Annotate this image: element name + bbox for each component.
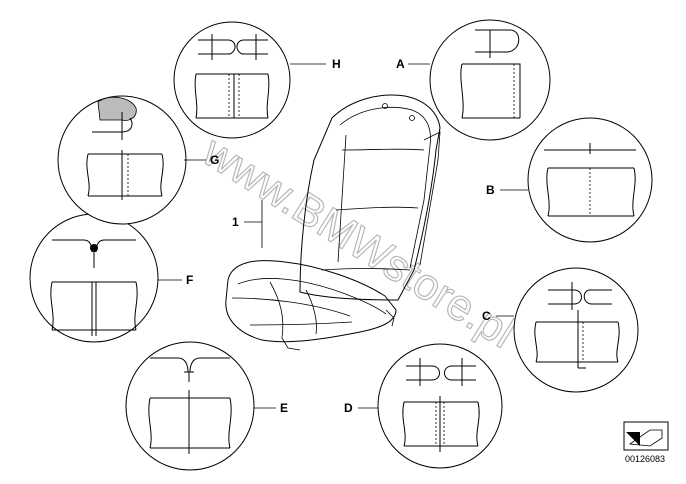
- callout-b: B: [486, 183, 495, 197]
- watermark-text: www.BMWstore.pl: [194, 126, 524, 357]
- callout-g: G: [210, 153, 219, 167]
- detail-c: [513, 267, 639, 393]
- callout-c: C: [482, 309, 491, 323]
- callout-h: H: [332, 57, 341, 71]
- detail-d: [377, 343, 503, 469]
- callout-e: E: [280, 401, 288, 415]
- callout-a: A: [396, 57, 405, 71]
- callout-1: 1: [232, 215, 239, 229]
- detail-g: [57, 95, 187, 225]
- detail-a: [429, 19, 551, 141]
- detail-h: [173, 21, 291, 139]
- part-number: 00126083: [625, 454, 665, 464]
- callout-f: F: [186, 273, 193, 287]
- callout-d: D: [344, 401, 353, 415]
- seat-illustration: [225, 94, 441, 351]
- detail-e: [125, 341, 255, 471]
- detail-b: [527, 117, 653, 243]
- detail-f: [29, 213, 159, 343]
- part-number-badge: 00126083: [623, 421, 669, 464]
